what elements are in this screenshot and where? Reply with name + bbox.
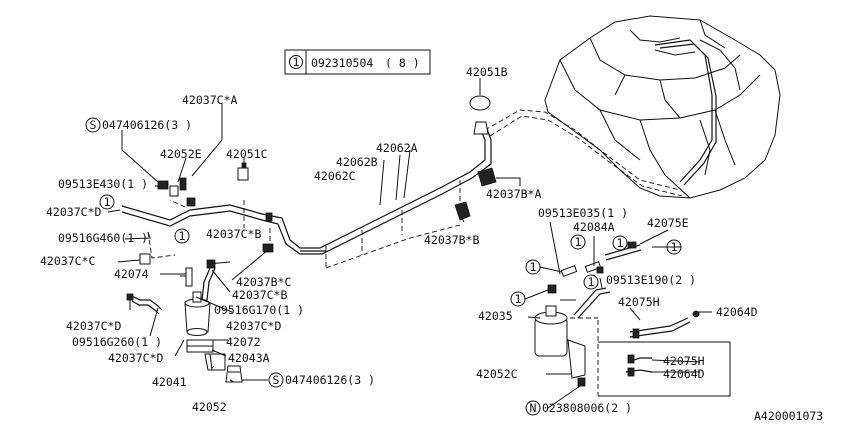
part-42035-canister	[534, 305, 586, 379]
label-42062B: 42062B	[336, 155, 378, 169]
label-42052E: 42052E	[160, 147, 202, 161]
fuel-tank-illustration	[544, 15, 781, 199]
marker-1: 1	[104, 195, 111, 209]
label-09516G260: 09516G260(1 )	[72, 335, 162, 349]
label-09516G460: 09516G460(1 )	[58, 231, 148, 245]
part-42037BA-clip	[477, 167, 497, 187]
label-42062C: 42062C	[314, 169, 356, 183]
label-42075H-upper: 42075H	[618, 295, 660, 309]
label-42037CB-upper: 42037C*B	[206, 227, 261, 241]
label-09513E035: 09513E035(1 )	[538, 206, 628, 220]
part-42072-filter	[184, 291, 211, 336]
label-09516G170: 09516G170(1 )	[214, 303, 304, 317]
bolt-ref-circle-number: 1	[293, 55, 300, 69]
label-42075E: 42075E	[647, 216, 689, 230]
label-42075H-lower: 42075H	[663, 354, 705, 368]
label-42052: 42052	[192, 400, 227, 414]
diagram-id: A420001073	[754, 409, 823, 423]
label-42064D-lower: 42064D	[663, 367, 705, 381]
label-42037BC: 42037B*C	[236, 275, 291, 289]
label-42037CB-lower: 42037C*B	[232, 288, 287, 302]
label-42035: 42035	[478, 309, 513, 323]
detail-outline	[570, 317, 731, 397]
part-42043A-bracket	[186, 339, 214, 353]
label-42072: 42072	[226, 335, 261, 349]
label-42037CD-left: 42037C*D	[46, 205, 101, 219]
label-023808006: 023808006(2 )	[542, 401, 632, 415]
label-42084A: 42084A	[573, 220, 615, 234]
part-42041-bracket	[204, 353, 226, 371]
label-42052C: 42052C	[476, 367, 518, 381]
label-42037CA: 42037C*A	[182, 93, 237, 107]
marker-1: 1	[515, 292, 522, 306]
part-labels: 42051B 42037C*A S 047406126(3 ) 42052E 4…	[40, 65, 823, 423]
clip-position-lines	[147, 180, 461, 270]
part-42051B-cap	[469, 78, 491, 135]
s-marker: S	[273, 373, 280, 387]
part-42075H-pipe	[629, 310, 700, 339]
marker-1: 1	[179, 229, 186, 243]
n-marker: N	[530, 401, 537, 415]
label-42051B: 42051B	[466, 65, 508, 79]
bolt-reference-box: 1 092310504 ( 8 )	[284, 49, 431, 75]
label-42074: 42074	[114, 267, 149, 281]
label-42037BB: 42037B*B	[424, 233, 479, 247]
part-42052-clamp	[225, 365, 243, 383]
marker-1: 1	[530, 260, 537, 274]
part-42074-hose	[180, 267, 193, 287]
label-42051C: 42051C	[226, 147, 268, 161]
label-42037CD-filter: 42037C*D	[226, 319, 281, 333]
part-42037BB-clip	[454, 201, 471, 221]
label-42062A: 42062A	[376, 141, 418, 155]
label-09513E190: 09513E190(2 )	[606, 273, 696, 287]
marker-1: 1	[575, 235, 582, 249]
label-047406126-top: 047406126(3 )	[102, 118, 192, 132]
label-42041: 42041	[152, 375, 187, 389]
label-047406126-bottom: 047406126(3 )	[285, 373, 375, 387]
leader-lines	[107, 78, 712, 409]
s-marker: S	[90, 118, 97, 132]
bolt-ref-part-number: 092310504	[311, 56, 373, 70]
clamp-parts-left	[139, 162, 274, 265]
label-42037BA: 42037B*A	[486, 187, 541, 201]
bolt-ref-qty: ( 8 )	[385, 56, 420, 70]
canister-hoses	[547, 241, 642, 319]
label-42037CD-lower: 42037C*D	[66, 319, 121, 333]
label-09513E430: 09513E430(1 )	[58, 177, 148, 191]
marker-1: 1	[617, 236, 624, 250]
vent-line-dashed	[484, 109, 683, 197]
label-42037CD-bottom: 42037C*D	[108, 351, 163, 365]
label-42043A: 42043A	[228, 351, 270, 365]
part-42052C-clip	[577, 377, 586, 387]
label-42037CC: 42037C*C	[40, 254, 95, 268]
label-42064D-upper: 42064D	[716, 305, 758, 319]
circle-one-markers: 1 1 1 1 1 1 1 1	[99, 194, 682, 307]
marker-1: 1	[588, 275, 595, 289]
part-42075H-pipe-detail	[625, 354, 653, 377]
